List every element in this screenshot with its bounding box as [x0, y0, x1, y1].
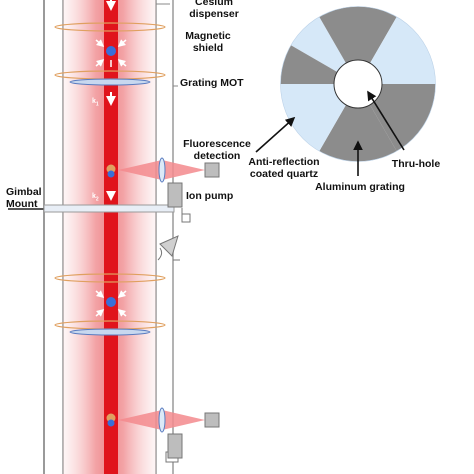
- fluorescence-detection-upper: [106, 157, 220, 201]
- ar-line1: Anti-reflection: [248, 156, 320, 168]
- ion-pump-label: Ion pump: [186, 190, 234, 202]
- upper-mot: [54, 0, 166, 106]
- fluor-line1: Fluorescence: [183, 138, 251, 150]
- grating-mot-label: Grating MOT: [180, 77, 244, 89]
- lower-mot: [54, 273, 166, 336]
- k1-text: k: [92, 98, 96, 105]
- k1-sub: 1: [95, 101, 99, 108]
- shield-line2: shield: [192, 42, 224, 54]
- k2-text: k: [92, 193, 96, 200]
- magnetic-shield-label: Magnetic shield: [180, 30, 236, 54]
- k1-label: k1: [92, 96, 99, 110]
- anti-reflection-label: Anti-reflection coated quartz: [236, 156, 332, 180]
- gimbal-mount-label: Gimbal Mount: [6, 186, 42, 210]
- cesium-line1: Cesium: [195, 0, 233, 8]
- gimbal-line1: Gimbal: [6, 186, 42, 198]
- atom-cloud-icon: [106, 46, 116, 56]
- detector-icon: [204, 162, 220, 178]
- thru-hole: [333, 59, 383, 109]
- leader-lines: [156, 3, 178, 87]
- grating-disk: [280, 6, 436, 162]
- cesium-line2: dispenser: [189, 8, 239, 20]
- shield-line1: Magnetic: [185, 30, 231, 42]
- lens-icon: [158, 157, 166, 183]
- fluorescence-detection-lower: [106, 407, 220, 459]
- fluorescence-detection-label: Fluorescence detection: [172, 138, 262, 162]
- gimbal-line2: Mount: [6, 198, 38, 210]
- grating-callouts: [255, 90, 405, 176]
- laser-beam: [104, 0, 118, 474]
- k2-label: k2: [92, 191, 99, 205]
- cesium-dispenser-label: Cesium dispenser: [180, 0, 248, 20]
- ion-pump-upper: [167, 182, 191, 223]
- k2-sub: 2: [95, 196, 99, 203]
- fluor-line2: detection: [193, 150, 241, 162]
- aluminum-grating-label: Aluminum grating: [315, 181, 405, 193]
- gimbal-mount-plate: [8, 204, 175, 213]
- ar-line2: coated quartz: [249, 168, 319, 180]
- thru-hole-label: Thru-hole: [391, 158, 441, 170]
